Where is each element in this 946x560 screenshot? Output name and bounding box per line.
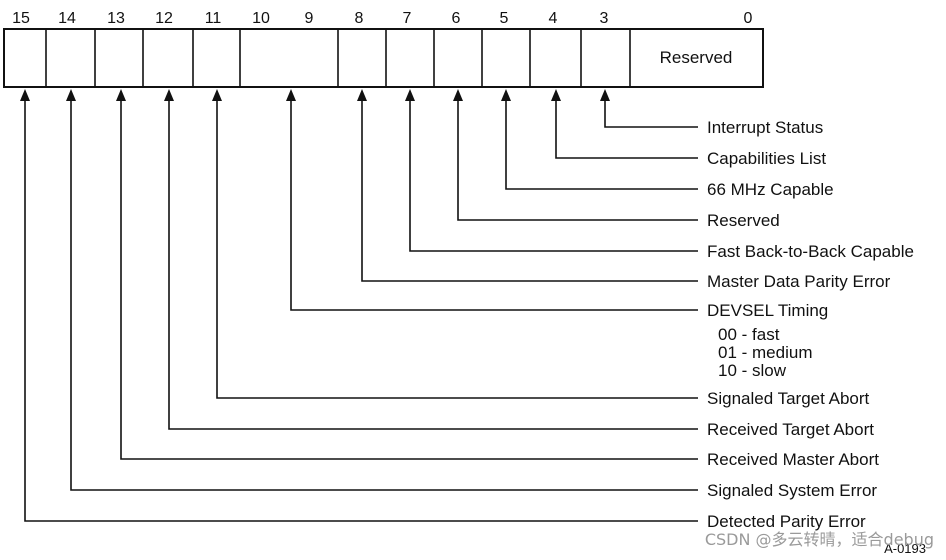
bit-number-15: 15 bbox=[12, 10, 30, 27]
leader-bit-7 bbox=[409, 95, 698, 252]
watermark: CSDN @多云转晴，适合debug bbox=[705, 530, 934, 549]
leader-bit-10-9 bbox=[290, 95, 698, 311]
bit-number-5: 5 bbox=[500, 10, 509, 27]
arrowhead-bit-8 bbox=[357, 89, 367, 101]
bit-number-3: 3 bbox=[600, 10, 609, 27]
bit-number-4: 4 bbox=[549, 10, 558, 27]
leader-bit-13 bbox=[120, 95, 698, 460]
leader-bit-12 bbox=[168, 95, 698, 430]
bit-number-9: 9 bbox=[305, 10, 314, 27]
bit-number-0: 0 bbox=[744, 10, 753, 27]
bit-number-7: 7 bbox=[403, 10, 412, 27]
bit-number-11: 11 bbox=[205, 10, 222, 27]
arrowhead-bit-13 bbox=[116, 89, 126, 101]
field-label-66mhz-capable: 66 MHz Capable bbox=[707, 180, 834, 199]
arrowhead-bit-6 bbox=[453, 89, 463, 101]
bit-number-14: 14 bbox=[58, 10, 76, 27]
field-label-signaled-system-error: Signaled System Error bbox=[707, 481, 877, 500]
bit-number-12: 12 bbox=[155, 10, 173, 27]
leader-bit-6 bbox=[457, 95, 698, 221]
leader-bit-3 bbox=[604, 95, 698, 128]
field-label-received-target-abort: Received Target Abort bbox=[707, 420, 874, 439]
leader-bit-14 bbox=[70, 95, 698, 491]
arrowhead-bit-5 bbox=[501, 89, 511, 101]
bit-number-labels: 15 14 13 12 11 10 9 8 7 6 5 4 3 0 bbox=[12, 10, 752, 27]
arrowhead-bit-15 bbox=[20, 89, 30, 101]
bit-number-6: 6 bbox=[452, 10, 461, 27]
bit-number-13: 13 bbox=[107, 10, 125, 27]
figure-id: A-0193 bbox=[884, 541, 926, 556]
arrowhead-bit-3 bbox=[600, 89, 610, 101]
arrowhead-bit-4 bbox=[551, 89, 561, 101]
field-label-reserved: Reserved bbox=[707, 211, 780, 230]
bit-number-10: 10 bbox=[252, 10, 270, 27]
leader-bit-5 bbox=[505, 95, 698, 190]
field-label-detected-parity-error: Detected Parity Error bbox=[707, 512, 866, 531]
field-label-fast-back-to-back: Fast Back-to-Back Capable bbox=[707, 242, 914, 261]
field-labels: Interrupt Status Capabilities List 66 MH… bbox=[707, 118, 914, 531]
arrowhead-bit-10-9 bbox=[286, 89, 296, 101]
field-label-devsel-timing: DEVSEL Timing bbox=[707, 301, 828, 320]
register-cell-dividers bbox=[45, 29, 631, 87]
register-bar bbox=[3, 28, 764, 88]
devsel-option-slow: 10 - slow bbox=[718, 361, 787, 380]
devsel-option-fast: 00 - fast bbox=[718, 325, 780, 344]
leader-bit-11 bbox=[216, 95, 698, 399]
bit-number-8: 8 bbox=[355, 10, 364, 27]
arrowhead-bit-7 bbox=[405, 89, 415, 101]
reserved-field-label: Reserved bbox=[660, 48, 733, 67]
field-label-interrupt-status: Interrupt Status bbox=[707, 118, 823, 137]
field-label-signaled-target-abort: Signaled Target Abort bbox=[707, 389, 870, 408]
arrowhead-bit-12 bbox=[164, 89, 174, 101]
field-label-master-data-parity-error: Master Data Parity Error bbox=[707, 272, 891, 291]
leader-lines bbox=[20, 89, 698, 522]
field-label-capabilities-list: Capabilities List bbox=[707, 149, 826, 168]
leader-bit-4 bbox=[555, 95, 698, 159]
arrowhead-bit-11 bbox=[212, 89, 222, 101]
leader-bit-15 bbox=[24, 95, 698, 522]
leader-bit-8 bbox=[361, 95, 698, 282]
arrowhead-bit-14 bbox=[66, 89, 76, 101]
field-label-received-master-abort: Received Master Abort bbox=[707, 450, 879, 469]
devsel-option-medium: 01 - medium bbox=[718, 343, 812, 362]
